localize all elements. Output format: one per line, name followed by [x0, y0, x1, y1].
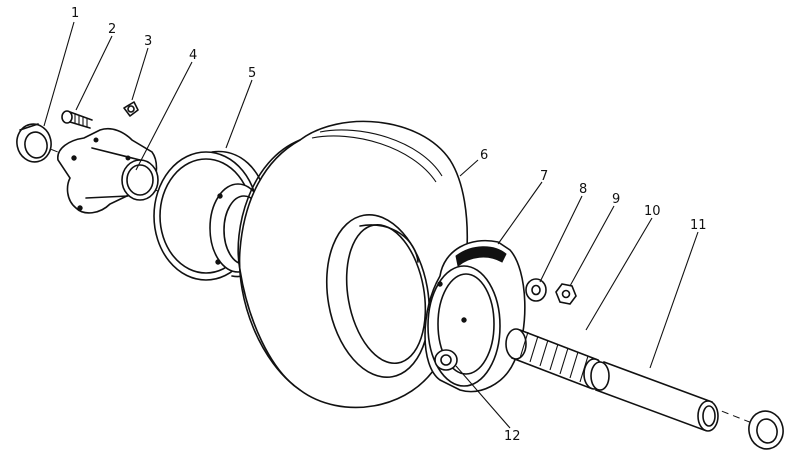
callout-4: 4 [189, 48, 197, 63]
callout-2: 2 [108, 22, 116, 37]
part-11-axle-tube [590, 360, 719, 432]
callout-6: 6 [480, 148, 488, 163]
callout-5: 5 [248, 66, 256, 81]
callout-12: 12 [504, 429, 521, 444]
part-10-spacer-tube [505, 328, 605, 390]
part-6-tire [237, 120, 469, 409]
part-12-valve-stem [434, 349, 458, 371]
part-1-bearing-cap [16, 123, 52, 163]
part-8-washer [525, 278, 547, 302]
callout-3: 3 [144, 34, 152, 49]
part-1-bearing-cap-right [748, 410, 784, 450]
callout-10: 10 [644, 204, 661, 219]
part-9-nut [555, 283, 577, 305]
callout-7: 7 [540, 169, 548, 184]
callout-leader-lines [43, 21, 699, 429]
callout-8: 8 [579, 182, 587, 197]
callout-11: 11 [690, 218, 707, 233]
callout-9: 9 [612, 192, 620, 207]
part-3-grease-fitting [123, 101, 139, 117]
part-4-hub [57, 127, 159, 214]
part-2-bolt [61, 110, 93, 129]
callout-1: 1 [71, 6, 79, 21]
